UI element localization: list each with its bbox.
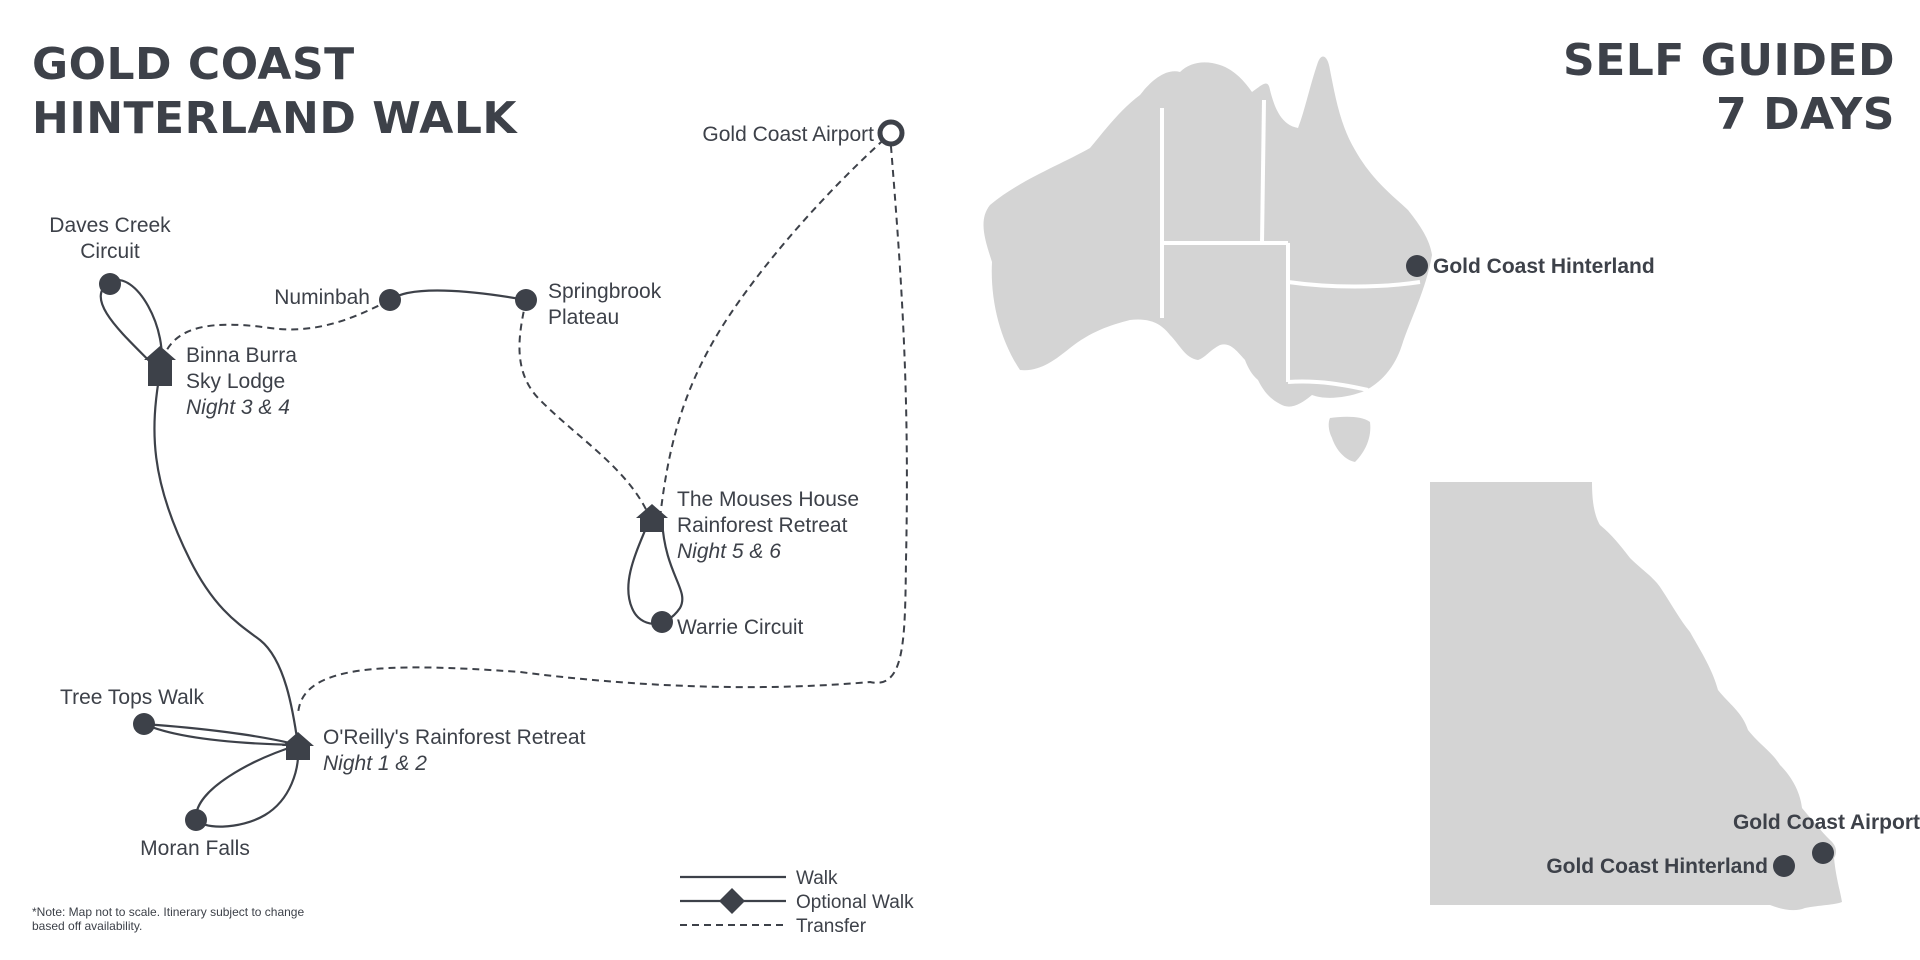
legend-walk-label: Walk — [796, 868, 838, 889]
stop-warrie — [651, 611, 673, 633]
title-line-2: HINTERLAND WALK — [32, 93, 517, 144]
qld-hinterland-label: Gold Coast Hinterland — [1546, 855, 1768, 878]
label-springbrook-line2: Plateau — [548, 306, 619, 329]
australia-marker — [1406, 255, 1428, 277]
walk-warrie-loop — [627, 517, 684, 625]
map-legend: Walk Optional Walk Transfer — [680, 868, 914, 937]
transfer-binna-to-numinbah — [159, 299, 391, 373]
label-oreilly: O'Reilly's Rainforest Retreat — [323, 726, 586, 749]
map-note: *Note: Map not to scale. Itinerary subje… — [32, 905, 305, 933]
transfer-mouses-to-airport — [659, 133, 891, 519]
trip-type: SELF GUIDED — [1563, 35, 1895, 86]
walk-binna-to-oreilly — [153, 371, 300, 746]
label-warrie: Warrie Circuit — [677, 616, 804, 639]
map-title: GOLD COAST HINTERLAND WALK — [32, 38, 517, 146]
walk-moran-falls — [194, 743, 300, 828]
queensland-map: Gold Coast Hinterland Gold Coast Airport — [1430, 482, 1920, 911]
label-daves-line1: Daves Creek — [49, 214, 171, 237]
label-oreilly-nights: Night 1 & 2 — [323, 752, 427, 775]
transfer-springbrook-to-mouses — [518, 299, 651, 519]
transfer-lines — [159, 133, 908, 716]
transfer-airport-to-oreilly — [297, 133, 908, 716]
stop-springbrook — [515, 289, 537, 311]
label-daves-line2: Circuit — [80, 240, 140, 263]
stop-daves-creek — [99, 273, 121, 295]
house-icon-oreilly — [282, 732, 314, 760]
label-binna-line1: Binna Burra — [186, 344, 297, 367]
walk-tree-tops — [143, 722, 299, 747]
label-tree-tops: Tree Tops Walk — [60, 686, 204, 709]
border-nt-qld — [1260, 99, 1266, 244]
label-airport: Gold Coast Airport — [702, 123, 874, 146]
queensland-region — [1430, 482, 1842, 911]
stop-tree-tops — [133, 713, 155, 735]
walk-numinbah-to-springbrook — [389, 289, 527, 302]
airport-icon — [877, 119, 905, 147]
trip-duration: 7 DAYS — [1716, 89, 1895, 140]
state-borders — [1160, 99, 1421, 392]
stop-numinbah — [379, 289, 401, 311]
label-mouses-line1: The Mouses House — [677, 488, 859, 511]
border-nsw-vic — [1287, 379, 1369, 392]
label-numinbah: Numinbah — [274, 286, 370, 309]
trip-summary: SELF GUIDED 7 DAYS — [1563, 34, 1895, 142]
label-mouses-line2: Rainforest Retreat — [677, 514, 848, 537]
label-springbrook-line1: Springbrook — [548, 280, 662, 303]
label-binna-line2: Sky Lodge — [186, 370, 285, 393]
qld-hinterland-marker — [1773, 855, 1795, 877]
house-icon-mouses-house — [636, 504, 668, 532]
legend-transfer-label: Transfer — [796, 916, 867, 937]
label-moran-falls: Moran Falls — [140, 837, 250, 860]
label-mouses-nights: Night 5 & 6 — [677, 540, 781, 563]
house-icon-binna-burra — [144, 346, 176, 386]
route-stops — [99, 273, 673, 831]
australia-label: Gold Coast Hinterland — [1433, 255, 1655, 278]
qld-airport-marker — [1812, 842, 1834, 864]
lodge-icons — [144, 346, 668, 760]
legend-optional-label: Optional Walk — [796, 892, 914, 913]
label-binna-nights: Night 3 & 4 — [186, 396, 290, 419]
border-qld-nsw — [1287, 280, 1421, 289]
stop-moran-falls — [185, 809, 207, 831]
title-line-1: GOLD COAST — [32, 39, 355, 90]
tasmania — [1328, 416, 1371, 462]
australia-mainland — [983, 56, 1432, 407]
qld-airport-label: Gold Coast Airport — [1733, 811, 1920, 834]
diamond-icon — [719, 888, 745, 914]
australia-map: Gold Coast Hinterland — [983, 56, 1655, 462]
